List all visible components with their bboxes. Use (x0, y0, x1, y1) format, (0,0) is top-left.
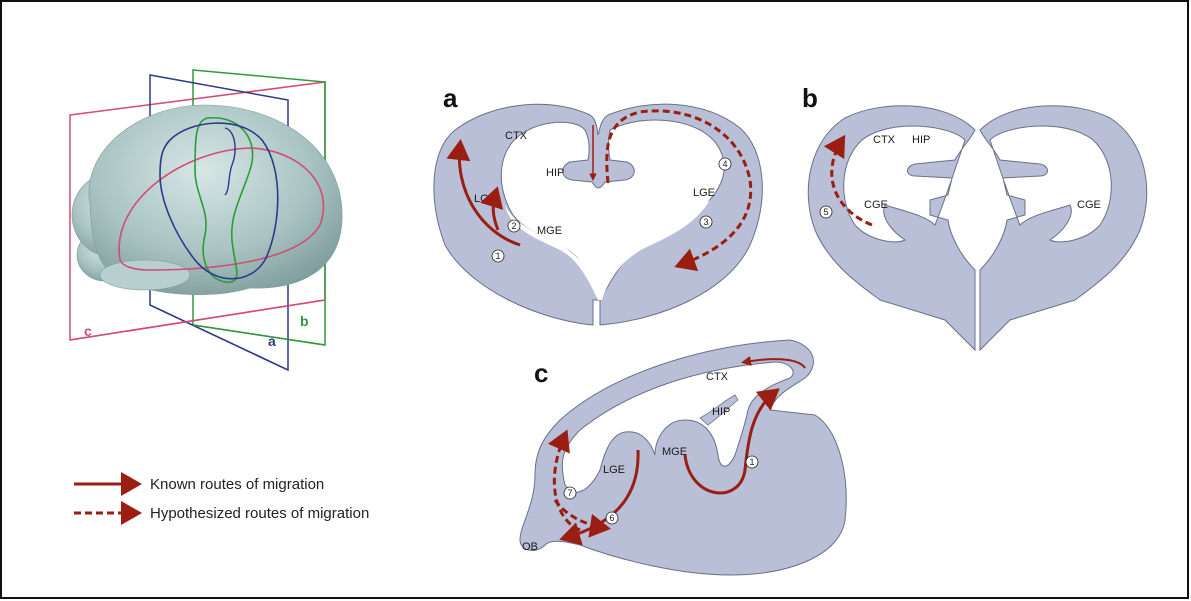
panel-c-lge: LGE (603, 464, 625, 476)
panel-c-mge: MGE (662, 446, 687, 458)
panel-c-ctx: CTX (706, 371, 729, 383)
brain-3d-illustration: c a b (70, 70, 342, 370)
panel-b: b CTX HIP CGE CGE 5 (802, 83, 1147, 350)
panel-b-cge-left: CGE (864, 199, 888, 211)
svg-text:4: 4 (722, 159, 727, 169)
legend-known-text: Known routes of migration (150, 476, 324, 493)
panel-c-label: c (534, 358, 548, 388)
panel-c-route-1-marker: 1 (746, 456, 758, 468)
plane-a-label: a (268, 333, 276, 349)
panel-c-route-6-marker: 6 (606, 512, 618, 524)
panel-b-cge-right: CGE (1077, 199, 1101, 211)
svg-text:1: 1 (495, 251, 500, 261)
panel-b-section-right (980, 106, 1147, 350)
panel-b-label: b (802, 83, 818, 113)
plane-b-label: b (300, 313, 309, 329)
panel-a-ctx: CTX (505, 130, 528, 142)
panel-b-hip: HIP (912, 134, 930, 146)
panel-a-route-2-marker: 2 (508, 220, 520, 232)
panel-b-route-5-marker: 5 (820, 206, 832, 218)
panel-a-label: a (443, 83, 458, 113)
svg-text:7: 7 (567, 488, 572, 498)
legend: Known routes of migration Hypothesized r… (74, 476, 369, 522)
panel-a-lge-right: LGE (693, 187, 715, 199)
panel-b-ctx: CTX (873, 134, 896, 146)
svg-text:2: 2 (511, 221, 516, 231)
svg-text:6: 6 (609, 513, 614, 523)
panel-c-hip: HIP (712, 406, 730, 418)
svg-text:1: 1 (749, 457, 754, 467)
svg-text:3: 3 (703, 217, 708, 227)
panel-a: a CTX HIP LGE LGE MGE 1 2 3 4 (434, 83, 762, 325)
svg-text:5: 5 (823, 207, 828, 217)
panel-a-route-4-marker: 4 (719, 158, 731, 170)
panel-c: c CTX HIP LGE MGE OB 1 6 7 (520, 340, 846, 575)
legend-hypothesized-text: Hypothesized routes of migration (150, 505, 369, 522)
panel-c-route-7-marker: 7 (564, 487, 576, 499)
panel-c-ob: OB (522, 541, 538, 553)
plane-c-label: c (84, 323, 92, 339)
panel-a-route-3-marker: 3 (700, 216, 712, 228)
panel-a-hip: HIP (546, 167, 564, 179)
panel-a-mge: MGE (537, 225, 562, 237)
panel-a-route-1-marker: 1 (492, 250, 504, 262)
